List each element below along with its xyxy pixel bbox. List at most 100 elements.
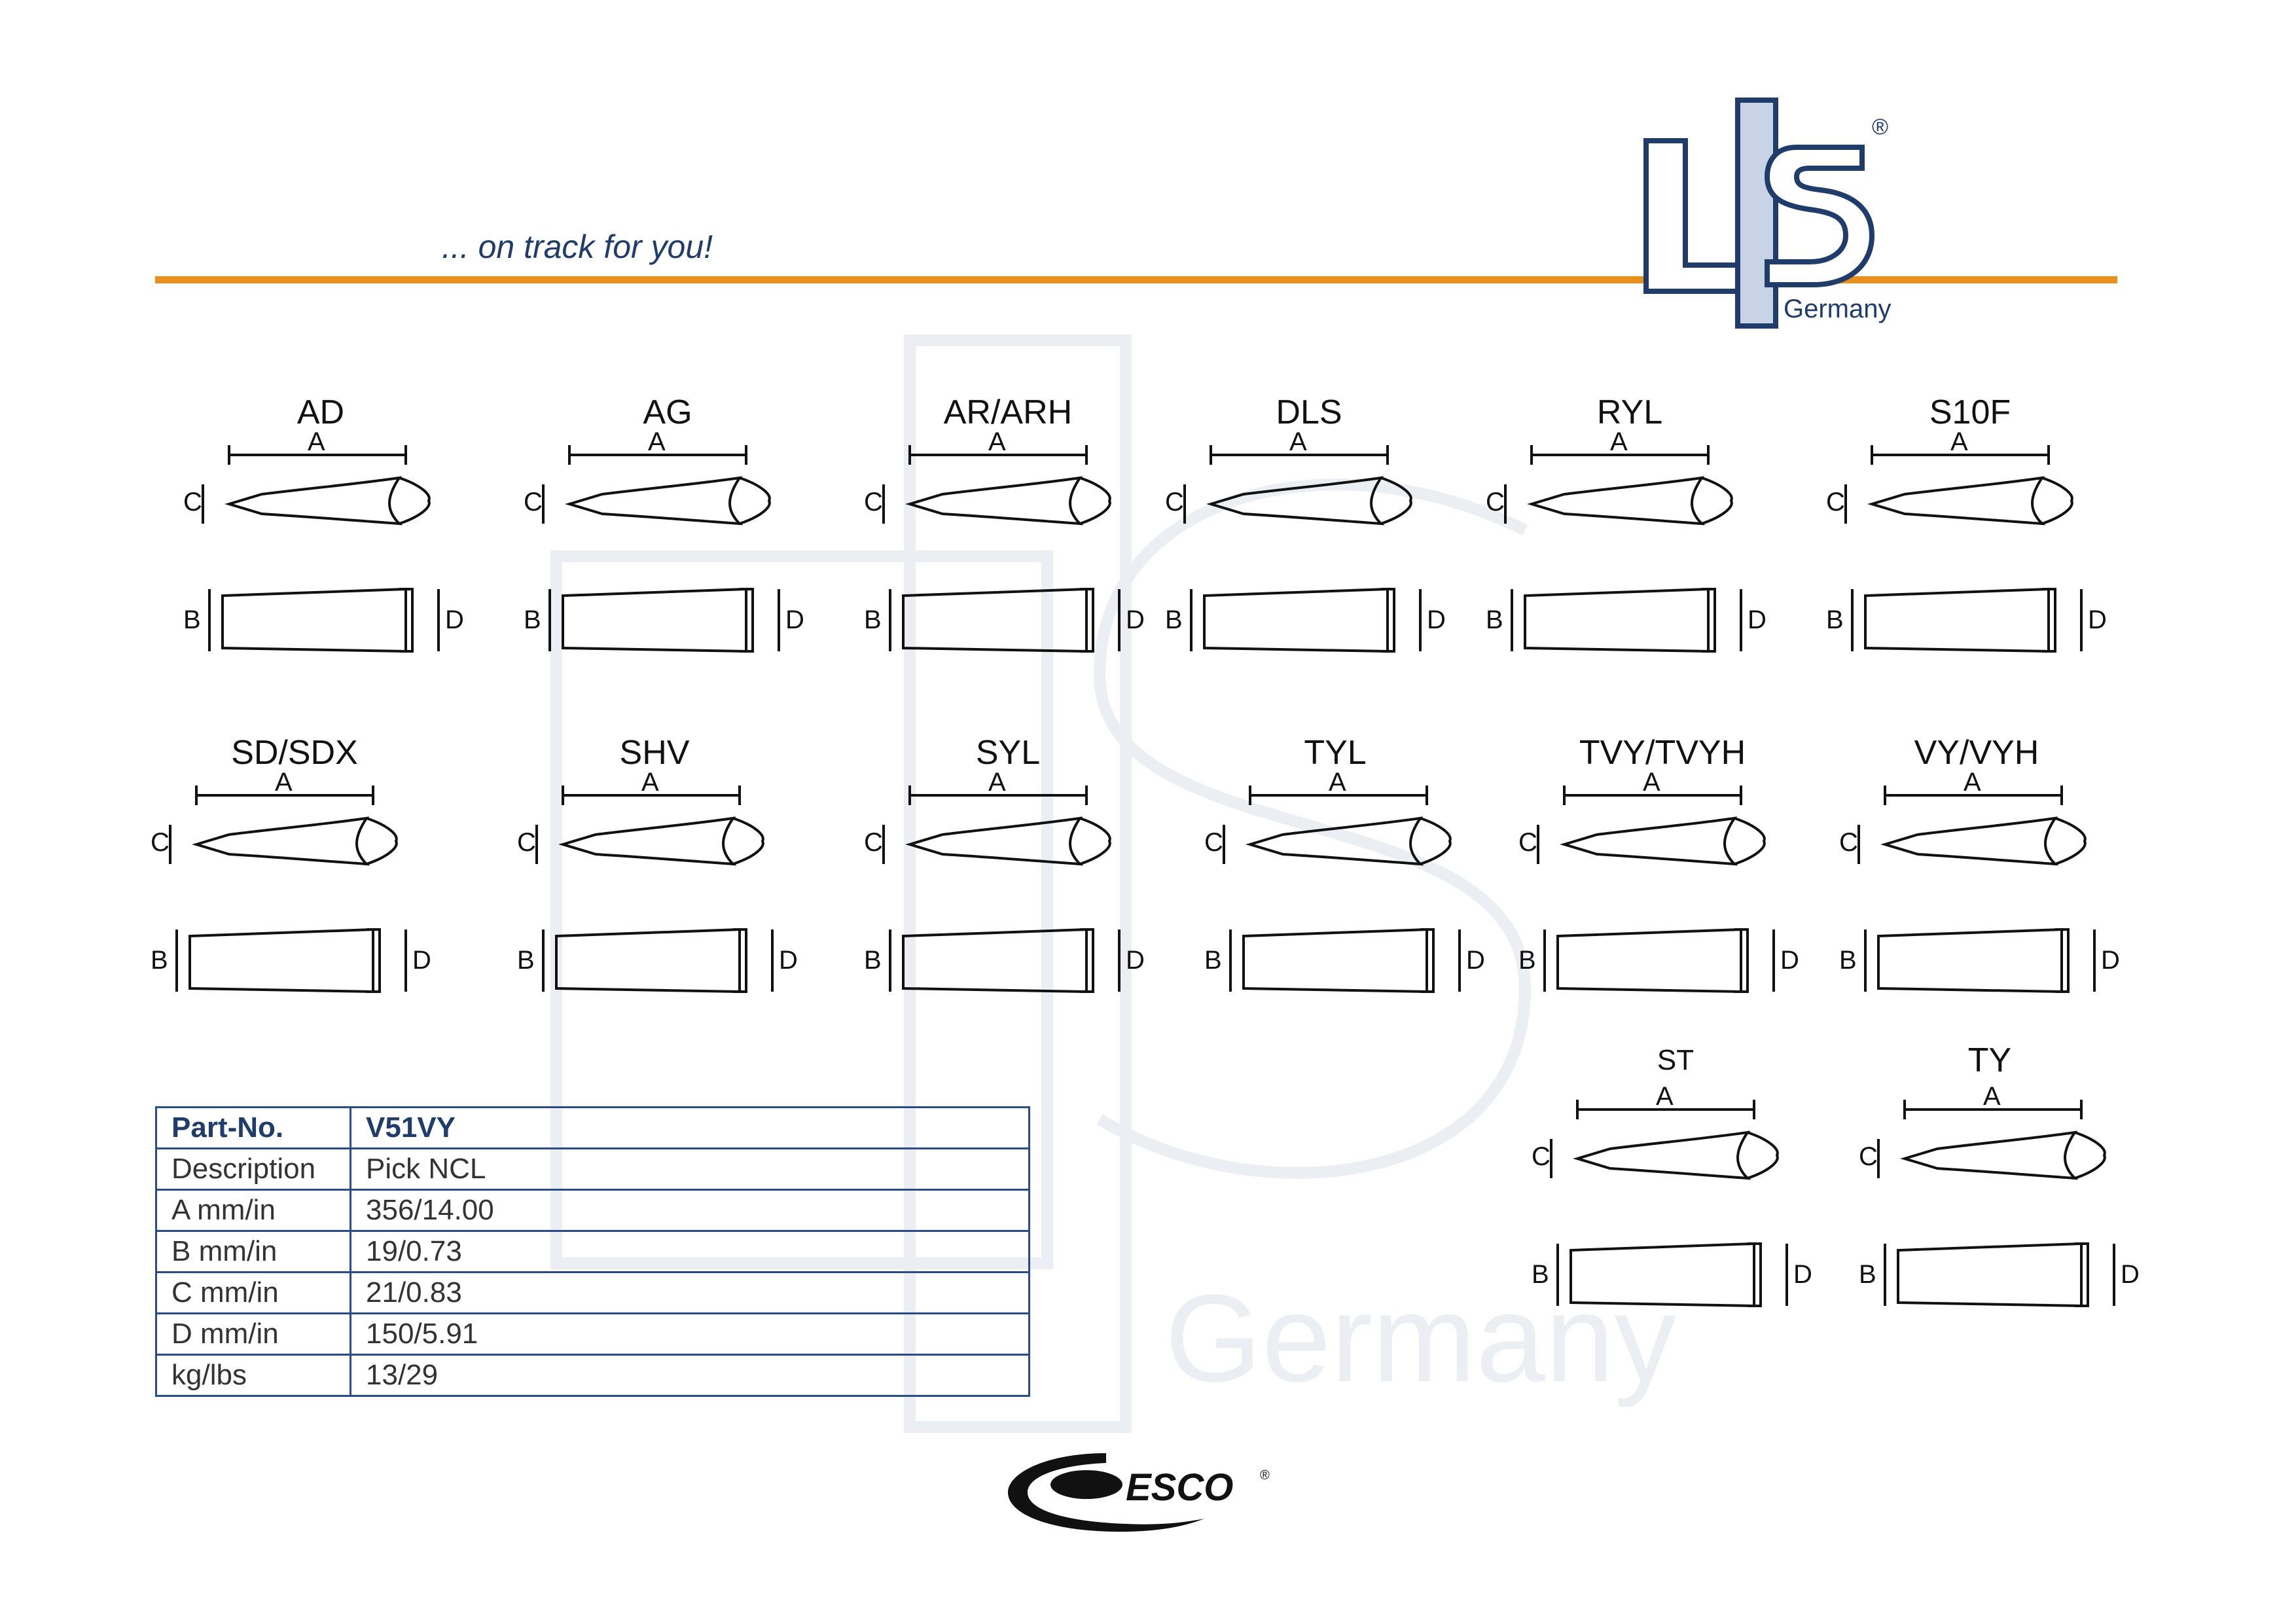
svg-text:C: C xyxy=(151,828,170,857)
tooth-drawing: A C B D xyxy=(1518,772,1799,994)
spec-value: Pick NCL xyxy=(350,1147,1030,1191)
svg-text:C: C xyxy=(1486,488,1505,516)
tooth-label: DLS xyxy=(1276,393,1342,431)
svg-text:D: D xyxy=(1780,946,1799,975)
tooth-label: TY xyxy=(1967,1041,2012,1079)
logo-germany-text: Germany xyxy=(1784,295,1892,323)
tooth-drawing: A C B D xyxy=(1826,432,2107,653)
svg-text:C: C xyxy=(524,488,543,516)
svg-text:D: D xyxy=(785,605,804,634)
svg-text:C: C xyxy=(1165,488,1184,516)
esco-logo: ESCO ® xyxy=(1008,1453,1270,1532)
tooth-label: SHV xyxy=(619,734,690,772)
svg-text:A: A xyxy=(648,432,666,456)
svg-text:D: D xyxy=(2088,605,2107,634)
svg-text:B: B xyxy=(1826,605,1844,634)
spec-key: C mm/in xyxy=(155,1271,351,1314)
spec-key: kg/lbs xyxy=(155,1354,351,1397)
tooth-drawing: A C B D xyxy=(1839,772,2120,994)
svg-text:B: B xyxy=(1532,1260,1549,1289)
tooth-label: TVY/TVYH xyxy=(1579,734,1746,772)
tooth-label: SYL xyxy=(975,734,1041,772)
tooth-label: RYL xyxy=(1596,393,1663,431)
svg-text:B: B xyxy=(1165,605,1183,634)
svg-text:D: D xyxy=(445,605,464,634)
svg-text:B: B xyxy=(524,605,541,634)
svg-text:C: C xyxy=(1204,828,1223,857)
svg-text:A: A xyxy=(1610,432,1628,456)
svg-text:D: D xyxy=(1466,946,1485,975)
svg-text:B: B xyxy=(864,605,882,634)
svg-text:A: A xyxy=(1656,1087,1674,1111)
tooth-label: AG xyxy=(643,393,692,431)
spec-value: 13/29 xyxy=(350,1354,1030,1397)
spec-key: A mm/in xyxy=(155,1189,351,1232)
spec-row: Part-No.V51VY xyxy=(155,1106,1030,1149)
tooth-label: AD xyxy=(296,393,345,431)
svg-text:D: D xyxy=(1793,1260,1812,1289)
spec-value: 150/5.91 xyxy=(350,1312,1030,1356)
svg-text:D: D xyxy=(1126,946,1145,975)
tooth-drawing: A C B D xyxy=(1204,772,1485,994)
svg-text:D: D xyxy=(2101,946,2120,975)
svg-text:D: D xyxy=(2121,1260,2140,1289)
tooth-drawing: A C B D xyxy=(524,432,804,653)
registered-mark: ® xyxy=(1872,115,1888,139)
spec-key: B mm/in xyxy=(155,1230,351,1273)
svg-text:Germany: Germany xyxy=(1165,1269,1676,1408)
svg-text:D: D xyxy=(1427,605,1446,634)
svg-text:B: B xyxy=(1839,946,1857,975)
spec-value: V51VY xyxy=(350,1106,1030,1149)
svg-text:B: B xyxy=(1859,1260,1876,1289)
spec-key: D mm/in xyxy=(155,1312,351,1356)
svg-text:B: B xyxy=(1204,946,1222,975)
spec-key: Description xyxy=(155,1147,351,1191)
tooth-label: AR/ARH xyxy=(943,393,1073,431)
svg-text:A: A xyxy=(275,772,293,797)
svg-text:C: C xyxy=(1839,828,1858,857)
svg-text:A: A xyxy=(988,772,1006,797)
svg-text:A: A xyxy=(1289,432,1307,456)
svg-text:D: D xyxy=(1126,605,1145,634)
tooth-label: ST xyxy=(1657,1044,1695,1076)
spec-value: 21/0.83 xyxy=(350,1271,1030,1314)
tooth-drawing: A C B D xyxy=(1532,1087,1812,1308)
tooth-drawing: A C B D xyxy=(1486,432,1767,653)
svg-text:C: C xyxy=(183,488,202,516)
esco-wordmark: ESCO xyxy=(1126,1466,1233,1509)
svg-text:A: A xyxy=(1950,432,1968,456)
tagline: ... on track for you! xyxy=(442,228,713,265)
svg-text:A: A xyxy=(641,772,659,797)
tooth-drawing: A C B D xyxy=(864,772,1145,994)
svg-text:C: C xyxy=(1859,1142,1878,1171)
svg-text:C: C xyxy=(1826,488,1845,516)
svg-text:C: C xyxy=(1518,828,1537,857)
tooth-drawing: A C B D xyxy=(864,432,1145,653)
svg-text:A: A xyxy=(1964,772,1981,797)
svg-text:A: A xyxy=(988,432,1006,456)
tooth-drawing: A C B D xyxy=(517,772,798,994)
svg-text:D: D xyxy=(1748,605,1767,634)
svg-text:B: B xyxy=(864,946,882,975)
header-divider xyxy=(155,276,2117,283)
svg-text:C: C xyxy=(864,828,883,857)
tooth-label: TYL xyxy=(1304,734,1367,772)
svg-text:B: B xyxy=(1518,946,1536,975)
background-watermark: Germany xyxy=(550,334,1676,1433)
spec-key: Part-No. xyxy=(155,1106,351,1149)
tooth-label: SD/SDX xyxy=(231,734,358,772)
lis-logo: ® Germany xyxy=(1643,98,1892,329)
spec-value: 19/0.73 xyxy=(350,1230,1030,1273)
svg-text:C: C xyxy=(864,488,883,516)
spec-value: 356/14.00 xyxy=(350,1189,1030,1232)
esco-registered: ® xyxy=(1260,1468,1270,1483)
svg-text:B: B xyxy=(151,946,168,975)
svg-text:A: A xyxy=(1983,1087,2001,1111)
